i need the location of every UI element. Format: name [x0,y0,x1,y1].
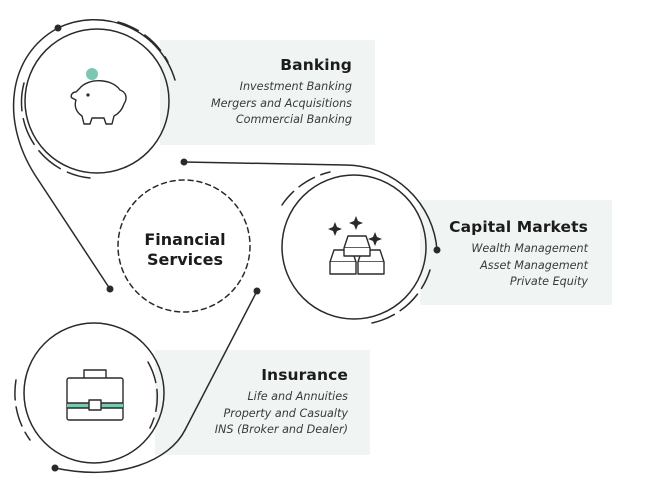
banking-label: Banking Investment Banking Mergers and A… [211,56,352,129]
banking-item: Mergers and Acquisitions [210,96,352,110]
insurance-circle [23,322,165,464]
piggy-bank-icon [70,68,127,125]
insurance-label: Insurance Life and Annuities Property an… [215,366,348,439]
banking-panel [160,40,375,145]
insurance-connector [184,290,258,431]
banking-start-dot [54,24,62,32]
insurance-dashed-arc [147,361,159,429]
insurance-dashed-arc-left [14,379,31,441]
insurance-start-dot [253,287,261,295]
insurance-item: INS (Broker and Dealer) [214,423,348,436]
center-label: Financial Services [118,230,252,270]
banking-end-dot [106,285,114,293]
insurance-item: Life and Annuities [247,390,348,403]
banking-item: Commercial Banking [235,113,352,126]
banking-outer-arc [57,18,176,81]
insurance-title: Insurance [261,366,348,384]
capital-markets-item: Asset Management [480,258,588,272]
capital-markets-item: Wealth Management [471,242,588,255]
capital-end-dot [433,246,441,254]
banking-title: Banking [280,56,352,74]
gold-bars-icon [328,216,385,275]
insurance-item: Property and Casualty [223,406,349,420]
capital-markets-circle [281,174,427,320]
insurance-panel [155,350,370,455]
capital-markets-item: Private Equity [509,275,588,288]
insurance-outer-arc [54,429,186,474]
briefcase-icon [66,369,124,421]
capital-dashed-arc-bottom [371,269,431,324]
capital-dashed-arc [281,171,331,206]
capital-markets-label: Capital Markets Wealth Management Asset … [449,218,588,291]
banking-circle [24,28,170,174]
center-label-line2: Services [146,250,224,269]
capital-markets-panel [420,200,612,305]
insurance-end-dot [51,464,59,472]
center-label-line1: Financial [144,230,226,249]
banking-dashed-arc-top [117,21,169,63]
capital-markets-connector [183,161,438,251]
capital-start-dot [180,158,188,166]
banking-connector [12,27,111,290]
capital-markets-title: Capital Markets [449,218,588,236]
banking-dashed-arc [20,82,91,179]
banking-item: Investment Banking [239,80,352,93]
center-dashed-circle [117,179,251,313]
